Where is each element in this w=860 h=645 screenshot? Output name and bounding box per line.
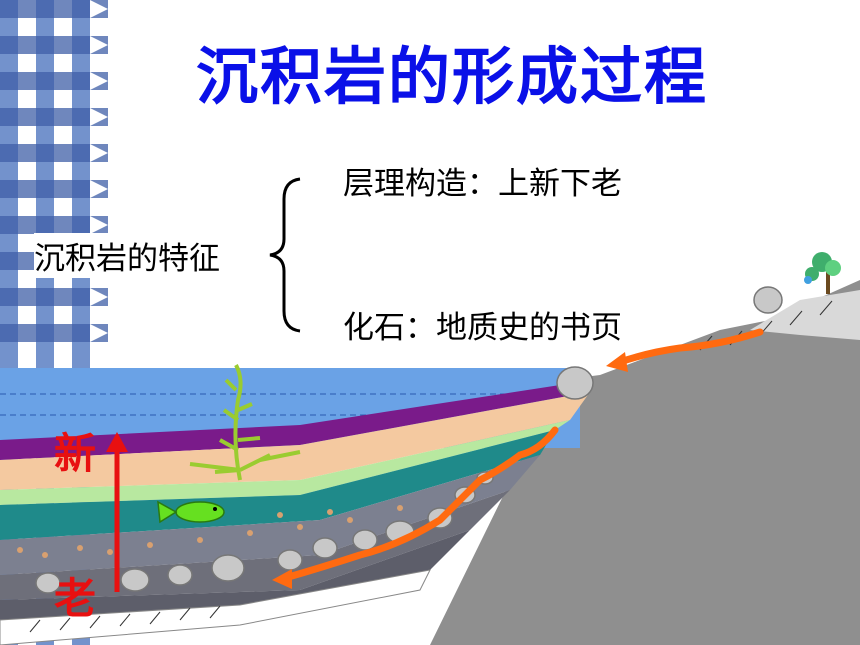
- hill-snow: [750, 290, 860, 340]
- age-label-new: 新: [54, 429, 97, 478]
- layer-gray-1: [0, 455, 540, 575]
- layer-purple: [0, 385, 590, 460]
- seaweed-icon: [189, 364, 301, 481]
- page-title: 沉积岩的形成过程: [196, 40, 709, 113]
- land-slope: [430, 280, 860, 645]
- bedrock-white: [0, 569, 431, 645]
- age-label-old: 老: [54, 574, 97, 623]
- features-label: 沉积岩的特征: [34, 233, 220, 278]
- arrow-up-icon: [106, 432, 128, 592]
- feature-item-stratification: 层理构造：上新下老: [343, 166, 622, 202]
- tree-icon: [804, 252, 841, 294]
- fish-icon: [157, 500, 225, 524]
- layer-lightgreen: [0, 420, 570, 505]
- layer-gray-3: [0, 530, 470, 620]
- checkered-border: [0, 0, 108, 645]
- feature-item-fossils: 化石：地质史的书页: [343, 310, 622, 346]
- layer-tan: [0, 392, 590, 490]
- layer-teal: [0, 430, 555, 540]
- brace-icon: [269, 177, 301, 333]
- flow-arrow-icon: [281, 328, 764, 582]
